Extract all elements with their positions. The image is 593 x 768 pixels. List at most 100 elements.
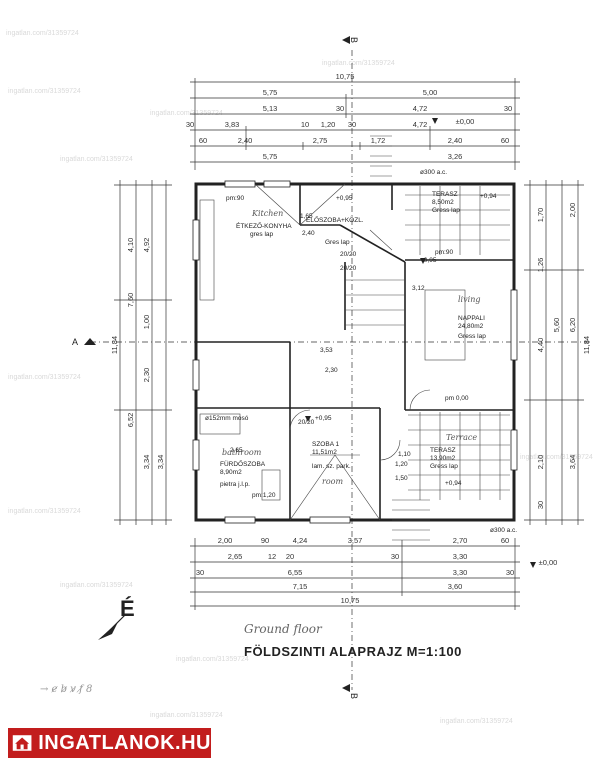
drawing-title: FÖLDSZINTI ALAPRAJZ M=1:100 bbox=[244, 644, 462, 659]
ground-floor-handnote: Ground floor bbox=[244, 622, 322, 636]
dim-bottom-row1-a: 2,00 bbox=[218, 536, 233, 545]
section-marker-bottom: B bbox=[349, 693, 359, 699]
living-name: NAPPALI bbox=[458, 315, 485, 322]
dim-right-a: 1,70 bbox=[536, 208, 545, 223]
level-hall-mid: +0,95 bbox=[420, 257, 437, 264]
bedroom-note: room bbox=[322, 477, 343, 486]
level-living-floor: pm 0,00 bbox=[445, 395, 469, 402]
dim-left-e: 11,84 bbox=[110, 336, 119, 354]
dim-top-row4-f: 4,72 bbox=[413, 120, 428, 129]
dim-bottom-row2-d: 30 bbox=[391, 552, 399, 561]
dim-top-row4-b: 3,83 bbox=[225, 120, 240, 129]
kitchen-area: pm:90 bbox=[226, 195, 244, 202]
dim-top-row6-b: 3,26 bbox=[448, 152, 463, 161]
dim-top-row5-c: 2,75 bbox=[313, 136, 328, 145]
dim-bottom-row1-c: 4,24 bbox=[293, 536, 308, 545]
dim-top-row5-a: 60 bbox=[199, 136, 207, 145]
dim-bottom-row3-b: 6,55 bbox=[288, 568, 303, 577]
house-icon bbox=[12, 735, 32, 751]
dim-top-row4-c: 10 bbox=[301, 120, 309, 129]
dim-top-row2-b: 5,00 bbox=[423, 88, 438, 97]
dim-bottom-overall: 10,75 bbox=[341, 596, 360, 605]
dim-top-row5-e: 2,40 bbox=[448, 136, 463, 145]
dim-bottom-row1-b: 90 bbox=[261, 536, 269, 545]
dim-right-b: 2,00 bbox=[568, 203, 577, 218]
kitchen-note: Kitchen bbox=[251, 209, 283, 218]
hall-name: ELŐSZOBA+KÖZL. bbox=[306, 215, 364, 224]
section-marker-top: B bbox=[349, 37, 359, 43]
dim-left-f: 2,30 bbox=[142, 368, 151, 383]
dim-top-row3-d: 30 bbox=[504, 104, 512, 113]
bedroom-name: SZOBA 1 bbox=[312, 441, 339, 448]
watermark: ingatlan.com/31359724 bbox=[6, 30, 79, 37]
dim-right-c: 1,26 bbox=[536, 258, 545, 273]
misc-label: 2,30 bbox=[325, 367, 338, 374]
bathroom-floor: pietra j.l.p. bbox=[220, 481, 250, 488]
watermark: ingatlan.com/31359724 bbox=[520, 454, 593, 461]
misc-label: 1,10 bbox=[398, 451, 411, 458]
dim-bottom-row3-c: 3,30 bbox=[453, 568, 468, 577]
ingatlanok-logo: INGATLANOK.HU bbox=[8, 728, 211, 758]
bathroom-name: FÜRDŐSZOBA bbox=[220, 459, 266, 468]
watermark: ingatlan.com/31359724 bbox=[150, 110, 223, 117]
misc-label: 3,12 bbox=[412, 285, 425, 292]
side-arrow-left bbox=[84, 338, 96, 345]
dim-right-f: 11,84 bbox=[582, 336, 591, 354]
dim-top-row5-d: 1,72 bbox=[371, 136, 386, 145]
misc-label: 1,20 bbox=[395, 461, 408, 468]
misc-label: pm:90 bbox=[435, 249, 453, 256]
level-terrace-bottom: +0,94 bbox=[445, 480, 462, 487]
dim-left-h: 3,34 bbox=[142, 455, 151, 470]
dim-bottom-row3-d: 30 bbox=[506, 568, 514, 577]
north-symbol: É bbox=[120, 596, 135, 621]
dim-top-row3-a: 5,13 bbox=[263, 104, 278, 113]
kitchen-name: ÉTKEZŐ-KONYHA bbox=[236, 221, 292, 230]
dim-bottom-row2-a: 2,65 bbox=[228, 552, 243, 561]
level-roof-edge: ø300 a.c. bbox=[420, 169, 447, 176]
watermark: ingatlan.com/31359724 bbox=[176, 656, 249, 663]
misc-label: 2,65 bbox=[230, 447, 243, 454]
dim-left-c: 7,60 bbox=[126, 293, 135, 308]
hall-floor: Gres lap bbox=[325, 239, 350, 246]
dim-top-row3-b: 30 bbox=[336, 104, 344, 113]
misc-label: 20/20 bbox=[340, 251, 357, 258]
dim-top-row4-g: ±0,00 bbox=[456, 117, 475, 126]
watermark: ingatlan.com/31359724 bbox=[150, 712, 223, 719]
dim-top-row2-a: 5,75 bbox=[263, 88, 278, 97]
dim-right-j: 30 bbox=[536, 501, 545, 509]
watermark: ingatlan.com/31359724 bbox=[322, 60, 395, 67]
handwritten-scribble: → e̷ b̷ v̷ f̷ 8 bbox=[40, 684, 93, 695]
watermark: ingatlan.com/31359724 bbox=[60, 582, 133, 589]
terrace-bottom-name: TERASZ bbox=[430, 447, 456, 454]
dim-top-row4-a: 30 bbox=[186, 120, 194, 129]
dim-left-d: 1,00 bbox=[142, 315, 151, 330]
level-terrace-top: +0,94 bbox=[480, 193, 497, 200]
dim-top-row6-a: 5,75 bbox=[263, 152, 278, 161]
side-marker-left: A bbox=[72, 337, 78, 347]
dim-top-row3-c: 4,72 bbox=[413, 104, 428, 113]
watermark: ingatlan.com/31359724 bbox=[440, 718, 513, 725]
dim-bottom-row3-a: 30 bbox=[196, 568, 204, 577]
terrace-top-floor: Gress lap bbox=[432, 207, 460, 214]
watermark: ingatlan.com/31359724 bbox=[60, 156, 133, 163]
dim-top-row4-d: 1,20 bbox=[321, 120, 336, 129]
dim-bottom-row4-b: 3,60 bbox=[448, 582, 463, 591]
misc-label: ø152mm mosó bbox=[205, 415, 249, 422]
misc-label: pm:1,20 bbox=[252, 492, 276, 499]
dim-bottom-row2-c: 20 bbox=[286, 552, 294, 561]
logo-text: INGATLANOK.HU bbox=[38, 731, 211, 754]
dim-right-h: 2,10 bbox=[536, 455, 545, 470]
dim-left-b: 4,92 bbox=[142, 238, 151, 253]
dim-left-g: 6,52 bbox=[126, 413, 135, 428]
dim-bottom-row2-f: ±0,00 bbox=[539, 558, 558, 567]
misc-label: 20/20 bbox=[340, 265, 357, 272]
living-area: 24,80m2 bbox=[458, 323, 484, 330]
dim-top-row4-e: 30 bbox=[348, 120, 356, 129]
dim-bottom-row1-e: 2,70 bbox=[453, 536, 468, 545]
dim-top-row5-f: 60 bbox=[501, 136, 509, 145]
misc-label: 2,40 bbox=[302, 230, 315, 237]
terrace-top-area: 8,50m2 bbox=[432, 199, 454, 206]
dim-left-i: 3,34 bbox=[156, 455, 165, 470]
dim-bottom-row2-b: 12 bbox=[268, 552, 276, 561]
